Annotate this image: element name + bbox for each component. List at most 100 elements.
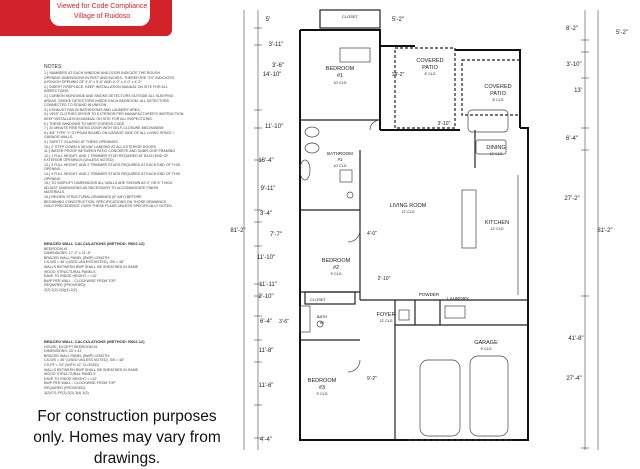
note-line: BEGINNING CONSTRUCTION. SPECIFICATIONS O… xyxy=(44,199,167,204)
door-bed3 xyxy=(347,359,361,373)
patio-table xyxy=(467,109,509,133)
calc-line: BWP PER WALL - CLOCKWISE FROM TOP xyxy=(44,278,116,283)
label-covered-patio-2: COVERED xyxy=(484,84,511,90)
calc-line: REQUIRED (PROVIDED): xyxy=(44,385,87,390)
label-closet-top: CLOSET xyxy=(342,14,359,19)
note-line: 1.) NUMBERS AT EACH WINDOW AND DOOR INDI… xyxy=(44,71,161,75)
label-bathroom1-num: #1 xyxy=(337,157,343,162)
dimension-label: 11'-6" xyxy=(259,383,274,389)
label-garage-clg: 9' CLG xyxy=(480,347,491,351)
dims-right: 8'-2"3'-10"13'6'-4"27'-2"41'-8"27'-4" xyxy=(564,26,583,382)
tub-bath2 xyxy=(299,305,311,333)
calc-line: WOOD STRUCTURAL PANELS xyxy=(44,372,96,377)
dimension-label: 3'-11" xyxy=(269,42,284,48)
dimension-label: 2'-10" xyxy=(378,276,391,282)
dim-ticks-right xyxy=(581,39,589,449)
label-foyer: FOYER xyxy=(377,312,396,318)
note-line: 2.) INSERT FIREPLACE. KEEP INSTALLATION … xyxy=(44,84,168,89)
covered-patio-1-outline xyxy=(394,47,456,129)
kitchen-island xyxy=(461,189,477,249)
dims-left: 5'3'-11"14'-10"3'-6"11'-10"16'-4"9'-11"3… xyxy=(257,17,284,443)
note-line: 5.) VENT CLOTHES DRYER TO EXTERIOR PER M… xyxy=(44,112,185,117)
dimension-label: 9'-11" xyxy=(261,186,276,192)
label-kitchen-clg: 12' CLG xyxy=(490,227,503,231)
notes-title: NOTES: xyxy=(44,64,63,70)
note-line: EXTERIOR OPENINGS (UNLESS NOTED) xyxy=(44,158,114,163)
dimension-label: 11'-10" xyxy=(257,255,275,261)
label-bathroom1-clg: 10' CLG xyxy=(333,164,346,168)
calc-line: 2(2) 2(2) 2(4)(4) 2(2) xyxy=(44,287,77,292)
code-compliance-stamp: Viewed for Code Compliance Village of Ru… xyxy=(0,0,172,36)
label-bedroom2-num: #2 xyxy=(333,265,339,271)
note-line: CONNECTED TO SOUND IN UNISON. xyxy=(44,103,108,108)
sink-bath1-a xyxy=(304,126,320,138)
dimension-label: 13' xyxy=(574,88,582,94)
toilet-bath2 xyxy=(316,320,324,328)
note-line: KEEP INSTALLATION MANUAL ON SITE FOR ALL… xyxy=(44,116,153,121)
powder-toilet xyxy=(398,309,410,321)
label-bedroom1-clg: 10' CLG xyxy=(333,81,346,85)
disclaimer-line-1: For construction purposes xyxy=(37,408,217,425)
disclaimer-line-2: only. Homes may vary from xyxy=(33,429,221,446)
label-foyer-clg: 12' CLG xyxy=(379,319,392,323)
dimension-label: 16'-4" xyxy=(258,158,273,164)
dimension-label: 4'-4" xyxy=(260,437,272,443)
label-bedroom3-num: #3 xyxy=(319,385,325,391)
dim-outer-left: 81'-2" xyxy=(230,228,245,234)
dims-misc: 14'-2"3'-10"4'-0"2'-10"9'-2"3'-6" xyxy=(279,72,451,382)
note-line: ADJUST DIMENSIONS AS NECESSARY TO ACCOMM… xyxy=(44,185,159,190)
label-bedroom2: BEDROOM xyxy=(322,258,351,264)
dimension-label: 2'-10" xyxy=(258,294,273,300)
note-line: 14.) 4 FULL HEIGHT, AND 2 TRIMMER STUDS … xyxy=(44,172,180,177)
calc-line: EAVE TO RIDGE HEIGHT = <10' xyxy=(44,274,97,279)
wall-east-upper xyxy=(520,127,529,300)
label-powder: POWDER xyxy=(419,292,440,297)
label-covered-patio-1-clg: 8' CLG xyxy=(424,72,435,76)
label-dining-clg: 12' CLG xyxy=(489,152,502,156)
label-bathroom1: BATHROOM xyxy=(327,151,353,156)
sink-bath1-b xyxy=(304,142,320,154)
dimension-label: 9'-2" xyxy=(367,376,377,382)
dimension-label: 8'-2" xyxy=(566,26,578,32)
car-2 xyxy=(469,355,509,437)
dimension-label: 11'-11" xyxy=(259,282,277,288)
tub-bath1 xyxy=(299,159,311,181)
calc-line: BEDROOM #1 xyxy=(44,246,68,251)
label-covered-patio-2-clg: 8' CLG xyxy=(492,98,503,102)
note-line: 6.) THESE WINDOWS TO MEET EGRESS CODE xyxy=(44,121,125,126)
stamp-line-1: Viewed for Code Compliance xyxy=(56,3,148,10)
calc-line: DIMENSIONS: 17'-2" x 21'-8" xyxy=(44,251,91,256)
wall-east-garage xyxy=(385,300,529,441)
label-bedroom2-clg: 9' CLG xyxy=(330,272,341,276)
toilet-bath1 xyxy=(346,191,354,199)
door-bed2 xyxy=(347,229,361,243)
note-line: 8.) 5/8" TYPE 'X' GYPSUM BOARD ON GARAGE… xyxy=(44,130,174,135)
dimension-label: 41'-8" xyxy=(568,336,583,342)
laundry-machines xyxy=(444,305,466,319)
note-line: INSPECTIONS. xyxy=(44,89,70,94)
note-line: 11.) WATER PROOF BETWEEN PATIO CONCRETE … xyxy=(44,149,176,154)
calc-line: HOUSE, EXCEPT BEDROOM #1 xyxy=(44,344,98,349)
label-bath2-num: #2 xyxy=(320,320,325,325)
note-line: 9.) SAFETY GLAZING AT THESE OPENINGS xyxy=(44,139,118,144)
note-line: 7.) 20 MINUTE FIRE RATED DOOR WITH SELF-… xyxy=(44,126,164,131)
note-line: OPENING DIMENSIONS IN FEET AND INCHES. T… xyxy=(44,75,175,80)
label-living: LIVING ROOM xyxy=(390,203,427,209)
label-closet2: CLOSET xyxy=(310,297,327,302)
braced-wall-calc-house: BRACED WALL CALCULATIONS (METHOD: R602.1… xyxy=(44,339,174,395)
dim-right-top: 5'-2" xyxy=(616,30,628,36)
note-line: 13.) 3 FULL HEIGHT, AND 2 TRIMMER STUDS … xyxy=(44,162,180,167)
calc-line: CS-PF = 24" (WITH 12" CLOSED) xyxy=(44,362,99,367)
dimension-label: 3'-6" xyxy=(272,63,284,69)
braced-wall-calc-bedroom1: BRACED WALL CALCULATIONS (METHOD: R602.1… xyxy=(44,241,174,293)
note-line: 15.) TO SIMPLIFY DIMENSIONS ALL WALLS AR… xyxy=(44,181,174,186)
label-bedroom3-clg: 9' CLG xyxy=(316,392,327,396)
dimension-label: 27'-2" xyxy=(564,196,579,202)
dimension-label: 3'-10" xyxy=(566,62,581,68)
dimension-label: 3'-6" xyxy=(279,319,289,325)
label-bedroom3: BEDROOM xyxy=(308,378,337,384)
shower-bath1 xyxy=(339,169,353,183)
label-bath2: BATH xyxy=(317,314,327,319)
dimension-label: 7'-7" xyxy=(270,232,282,238)
note-line: AREAS. SMOKE DETECTORS INSIDE EACH BEDRO… xyxy=(44,98,169,103)
